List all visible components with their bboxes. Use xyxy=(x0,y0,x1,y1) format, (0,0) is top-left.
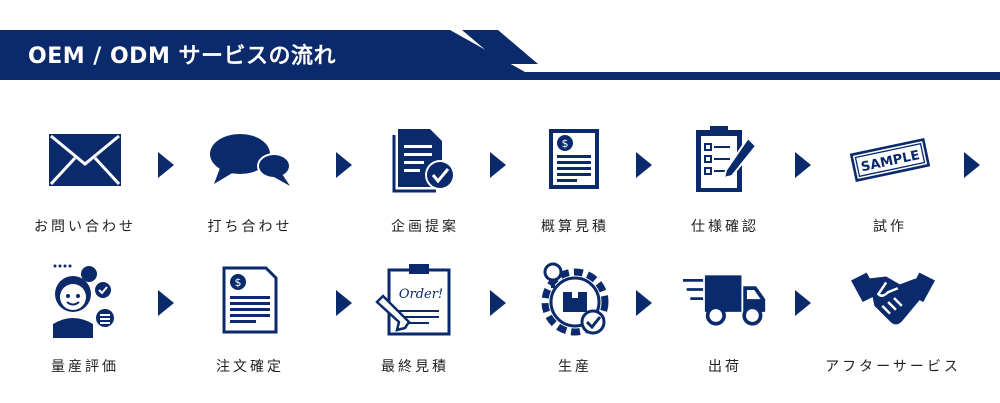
step-shipping: 出荷 xyxy=(650,258,800,376)
step-proposal: 企画提案 xyxy=(350,118,500,236)
arrow-right-icon xyxy=(336,290,352,316)
step-label: 仕様確認 xyxy=(691,219,759,235)
step-label: 量産評価 xyxy=(51,359,119,375)
sample-stamp-icon: SAMPLE xyxy=(848,118,932,202)
step-after-service: アフターサービス xyxy=(818,258,968,376)
step-production: 生産 xyxy=(500,258,650,376)
header-band: OEM / ODM サービスの流れ xyxy=(0,0,1000,90)
order-text: Order! xyxy=(399,287,443,302)
delivery-truck-icon xyxy=(683,258,767,342)
handshake-icon xyxy=(851,258,935,342)
arrow-right-icon xyxy=(158,290,174,316)
arrow-right-icon xyxy=(964,152,980,178)
step-inquiry: お問い合わせ xyxy=(10,118,160,236)
page-title: OEM / ODM サービスの流れ xyxy=(28,44,336,69)
price-document-icon: $ xyxy=(533,118,617,202)
step-label: 出荷 xyxy=(708,359,742,375)
step-mass-eval: 量産評価 xyxy=(10,258,160,376)
step-order-confirm: $ 注文確定 xyxy=(175,258,325,376)
clipboard-checklist-icon xyxy=(683,118,767,202)
order-document-icon: $ xyxy=(208,258,292,342)
arrow-right-icon xyxy=(158,152,174,178)
document-check-icon xyxy=(383,118,467,202)
arrow-right-icon xyxy=(490,152,506,178)
svg-text:$: $ xyxy=(562,137,569,150)
step-label: 注文確定 xyxy=(216,359,284,375)
step-label: お問い合わせ xyxy=(34,219,136,235)
step-meeting: 打ち合わせ xyxy=(175,118,325,236)
chat-bubbles-icon xyxy=(208,118,292,202)
step-label: 最終見積 xyxy=(381,359,449,375)
envelope-icon xyxy=(43,118,127,202)
header-shape xyxy=(0,30,1000,80)
arrow-right-icon xyxy=(636,290,652,316)
step-spec: 仕様確認 xyxy=(650,118,800,236)
arrow-right-icon xyxy=(795,152,811,178)
step-label: 生産 xyxy=(558,359,592,375)
step-label: アフターサービス xyxy=(825,359,961,375)
step-estimate: $ 概算見積 xyxy=(500,118,650,236)
step-label: 打ち合わせ xyxy=(207,219,293,235)
arrow-right-icon xyxy=(795,290,811,316)
arrow-right-icon xyxy=(636,152,652,178)
step-prototype: SAMPLE 試作 xyxy=(815,118,965,236)
svg-text:$: $ xyxy=(235,276,242,289)
step-label: 試作 xyxy=(873,219,907,235)
arrow-right-icon xyxy=(336,152,352,178)
step-label: 企画提案 xyxy=(391,219,459,235)
order-clipboard-icon: Order! xyxy=(373,258,457,342)
step-final-estimate: Order! 最終見積 xyxy=(340,258,490,376)
arrow-right-icon xyxy=(490,290,506,316)
step-label: 概算見積 xyxy=(541,219,609,235)
production-gear-icon xyxy=(533,258,617,342)
evaluation-person-icon xyxy=(43,258,127,342)
